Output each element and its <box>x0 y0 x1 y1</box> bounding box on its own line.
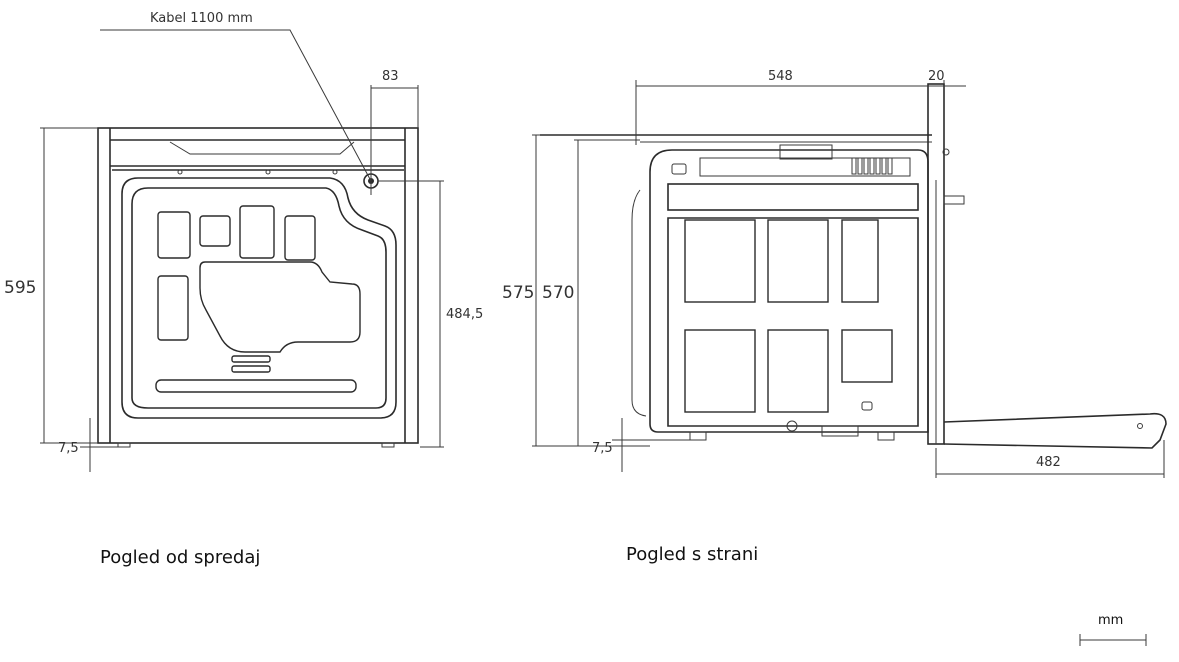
side-foot-rear <box>689 431 707 441</box>
unit-label: mm <box>1098 613 1123 628</box>
rib-2 <box>199 215 231 247</box>
front-top-vent <box>169 141 355 155</box>
dim-83-label: 83 <box>382 69 399 84</box>
dim-feet-front-label: 7,5 <box>58 441 79 456</box>
front-view: Kabel 1100 mm 83 595 484,5 7,5 Pogled od… <box>4 11 483 568</box>
rib-8 <box>231 365 271 373</box>
front-outer-frame <box>97 127 419 444</box>
rib-5 <box>157 275 189 341</box>
side-bottom-screw <box>786 420 798 432</box>
side-bottom-bracket <box>821 425 859 437</box>
dim-4845-label: 484,5 <box>446 307 483 322</box>
side-foot-front <box>877 431 895 441</box>
cable-leader-line <box>100 29 372 182</box>
side-top-block <box>779 144 833 160</box>
front-screw-2 <box>265 169 271 175</box>
dim-575-label: 575 <box>502 283 534 303</box>
side-panel-frame <box>667 217 919 427</box>
front-foot-left <box>117 442 131 448</box>
cable-label: Kabel 1100 mm <box>150 11 253 26</box>
front-screw-3 <box>332 169 338 175</box>
rib-7 <box>231 355 271 363</box>
dim-595-label: 595 <box>4 278 36 298</box>
rib-6 <box>199 261 361 353</box>
front-cavity-inner <box>131 187 387 409</box>
rib-3 <box>239 205 275 259</box>
dim-570-label: 570 <box>542 283 574 303</box>
side-band <box>667 183 919 211</box>
rib-9 <box>155 379 357 393</box>
side-panel-2 <box>767 219 829 303</box>
side-panel-dot <box>942 148 950 156</box>
front-view-caption: Pogled od spredaj <box>100 547 260 568</box>
side-clip <box>861 401 873 411</box>
side-view-caption: Pogled s strani <box>626 544 758 565</box>
side-view: 548 20 575 570 7,5 482 Pogled s strani <box>502 69 1167 565</box>
front-foot-right <box>381 442 395 448</box>
side-vent-fins <box>851 157 893 175</box>
rib-4 <box>284 215 316 261</box>
side-panel-3 <box>841 219 879 303</box>
unit-marker: mm <box>1079 613 1147 646</box>
side-panel-6 <box>841 329 893 383</box>
front-screw-1 <box>177 169 183 175</box>
side-knob <box>943 195 965 205</box>
side-open-door <box>943 412 1167 449</box>
side-door-hinge <box>1137 423 1143 429</box>
dim-482-label: 482 <box>1036 455 1061 470</box>
side-top-rail <box>699 157 911 177</box>
side-panel-5 <box>767 329 829 413</box>
front-cavity-outer <box>121 177 397 419</box>
rib-1 <box>157 211 191 259</box>
dim-548-label: 548 <box>768 69 793 84</box>
dim-feet-side-label: 7,5 <box>592 441 613 456</box>
dim-20-label: 20 <box>928 69 945 84</box>
side-rear-curve <box>631 189 647 417</box>
side-panel-4 <box>684 329 756 413</box>
side-body <box>649 149 929 433</box>
side-small-window <box>671 163 687 175</box>
front-top-rail <box>110 139 405 171</box>
side-panel-1 <box>684 219 756 303</box>
